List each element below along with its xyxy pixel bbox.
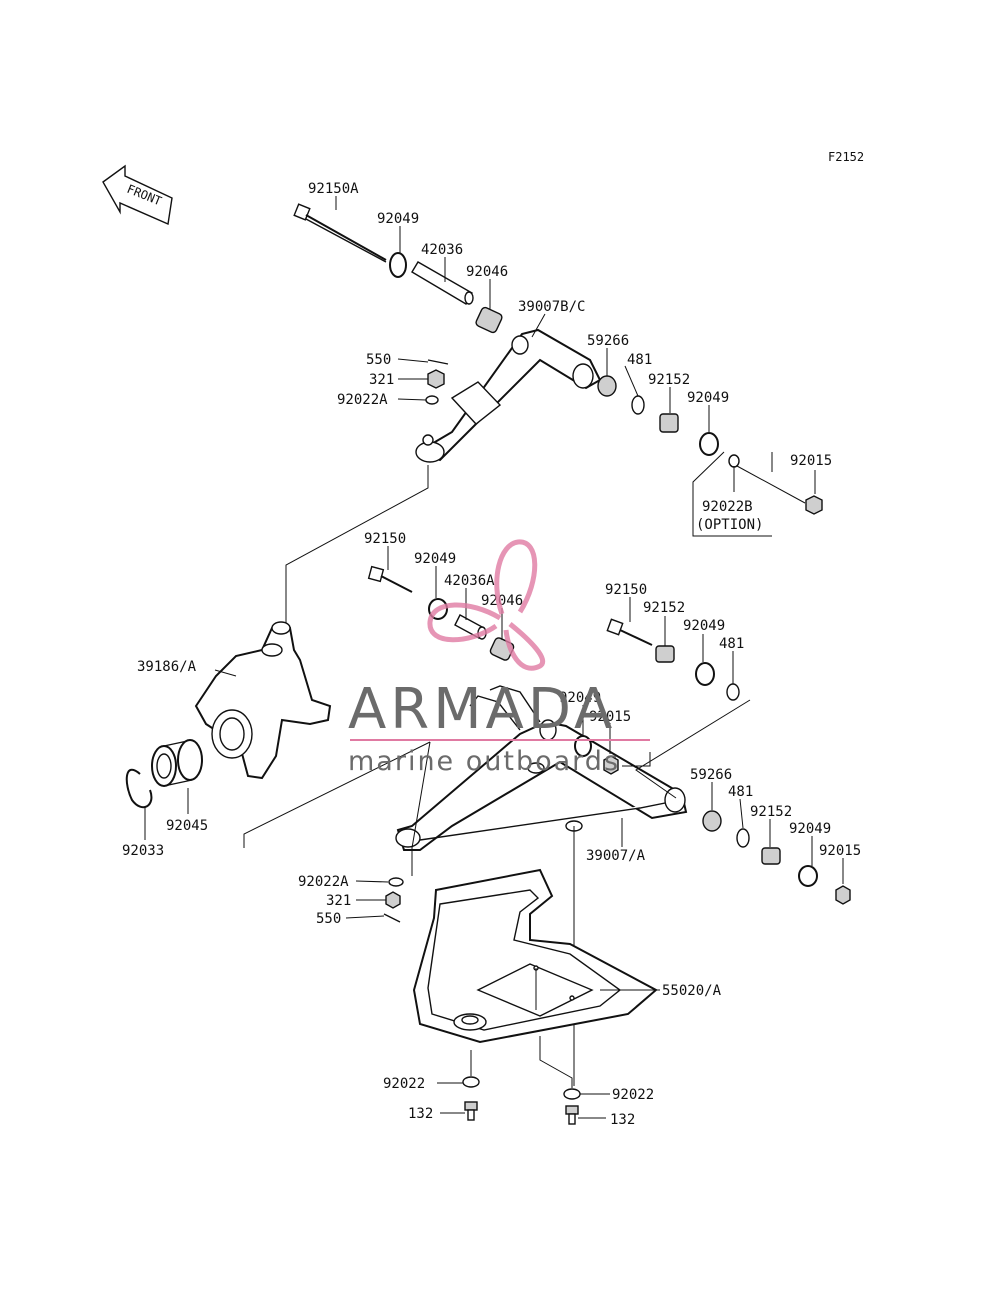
guard-washer-right-shape: [563, 1088, 581, 1100]
guard-shape: [412, 868, 658, 1044]
lower-nut-rear-shape: [835, 885, 851, 905]
guard-bolt-right-shape: [565, 1105, 579, 1125]
lower-rear-top-leaders: [629, 597, 734, 684]
bearing-shape: [151, 739, 203, 787]
lower-arm-shape: [395, 685, 688, 851]
guard-bolt-left-shape: [464, 1101, 478, 1121]
upper-bolt-shape: [293, 203, 387, 263]
lower-cotter-pin-shape: [383, 913, 401, 923]
propeller-logo-icon: [427, 539, 546, 671]
callout-lower-bolt-front: 92150: [364, 531, 406, 547]
upper-cotter-pin-shape: [427, 359, 449, 365]
upper-seal-rear-shape: [699, 432, 719, 456]
snap-ring-shape: [125, 768, 153, 809]
callout-knuckle: 39186/A: [137, 659, 197, 675]
lower-circlip-top-shape: [726, 683, 740, 701]
lower-washer-shape: [388, 877, 404, 887]
watermark: ARMADA marine outboards: [348, 539, 650, 777]
figure-code: F2152: [828, 150, 864, 164]
callout-option-note: (OPTION): [696, 517, 763, 533]
upper-circlip-shape: [631, 395, 645, 415]
callout-upper-arm: 39007B/C: [518, 299, 585, 315]
callout-upper-sleeve: 42036: [421, 242, 463, 258]
callout-lower-seal-rear: 92049: [789, 821, 831, 837]
callout-guard: 55020/A: [662, 983, 722, 999]
callout-lower-bushing-rear: 59266: [690, 767, 732, 783]
callout-lower-seal-rear-top: 92049: [683, 618, 725, 634]
lower-castle-nut-shape: [385, 891, 401, 909]
lower-bushing-rear-shape: [702, 810, 722, 832]
front-arrow-icon: FRONT: [102, 164, 173, 226]
upper-castle-nut-shape: [427, 369, 445, 389]
callout-lower-circlip-rear: 481: [728, 784, 753, 800]
guard-washer-left-shape: [462, 1076, 480, 1088]
callout-lower-bolt-rear: 92150: [605, 582, 647, 598]
callout-guard-bolt-right: 132: [610, 1112, 635, 1128]
watermark-subtitle: marine outboards: [348, 746, 620, 777]
upper-seal-front-shape: [389, 252, 407, 278]
callout-lower-nut-rear: 92015: [819, 843, 861, 859]
upper-collar-shape: [659, 413, 679, 433]
lower-seal-rear-shape: [798, 865, 818, 887]
upper-washer-shape: [425, 395, 439, 405]
upper-bushing-rear-shape: [597, 375, 617, 397]
callout-lower-arm: 39007/A: [586, 848, 646, 864]
callout-upper-collar: 92152: [648, 372, 690, 388]
callout-lower-sleeve: 42036A: [444, 573, 495, 589]
callout-upper-washer: 92022A: [337, 392, 388, 408]
callout-lower-nut-mid: 92015: [589, 709, 631, 725]
upper-washer-option-shape: [728, 454, 740, 468]
upper-arm-shape: [415, 328, 602, 463]
callout-guard-washer-left: 92022: [383, 1076, 425, 1092]
knuckle-leaders: [144, 669, 431, 848]
callout-lower-collar-rear: 92152: [750, 804, 792, 820]
watermark-title: ARMADA: [348, 677, 616, 742]
upper-bushing-front-shape: [475, 306, 503, 334]
callout-upper-cotter-pin: 550: [366, 352, 391, 368]
upper-sleeve-shape: [411, 261, 474, 305]
callout-snap-ring: 92033: [122, 843, 164, 859]
callout-upper-seal-rear: 92049: [687, 390, 729, 406]
callout-upper-castle-nut: 321: [369, 372, 394, 388]
callout-guard-bolt-left: 132: [408, 1106, 433, 1122]
callout-guard-washer-right: 92022: [612, 1087, 654, 1103]
guard-leaders: [437, 968, 660, 1119]
callout-lower-seal-front: 92049: [414, 551, 456, 567]
callout-upper-bushing-front: 92046: [466, 264, 508, 280]
lower-nut-mid-shape: [603, 755, 619, 775]
lower-collar-rear-shape: [761, 847, 781, 865]
upper-leaders: [285, 196, 816, 624]
lower-circlip-rear-shape: [736, 828, 750, 848]
lower-bolt-front-shape: [367, 565, 413, 593]
knuckle-shape: [194, 621, 332, 780]
upper-nut-shape: [805, 495, 823, 515]
lower-collar-rear-top-shape: [655, 645, 675, 663]
callout-upper-washer-option: 92022B: [702, 499, 753, 515]
callout-lower-collar-rear-top: 92152: [643, 600, 685, 616]
lower-seal-rear-top-shape: [695, 662, 715, 686]
callout-lower-cotter-pin: 550: [316, 911, 341, 927]
callout-lower-circlip-top: 481: [719, 636, 744, 652]
callout-lower-seal-mid: 92049: [559, 690, 601, 706]
callout-upper-nut: 92015: [790, 453, 832, 469]
lower-bolt-rear-shape: [606, 618, 653, 646]
callout-upper-circlip: 481: [627, 352, 652, 368]
callout-upper-bolt: 92150A: [308, 181, 359, 197]
callout-lower-washer: 92022A: [298, 874, 349, 890]
callout-lower-castle-nut: 321: [326, 893, 351, 909]
callout-lower-bushing-front: 92046: [481, 593, 523, 609]
callout-bearing: 92045: [166, 818, 208, 834]
callout-upper-seal-front: 92049: [377, 211, 419, 227]
callout-upper-bushing-rear: 59266: [587, 333, 629, 349]
